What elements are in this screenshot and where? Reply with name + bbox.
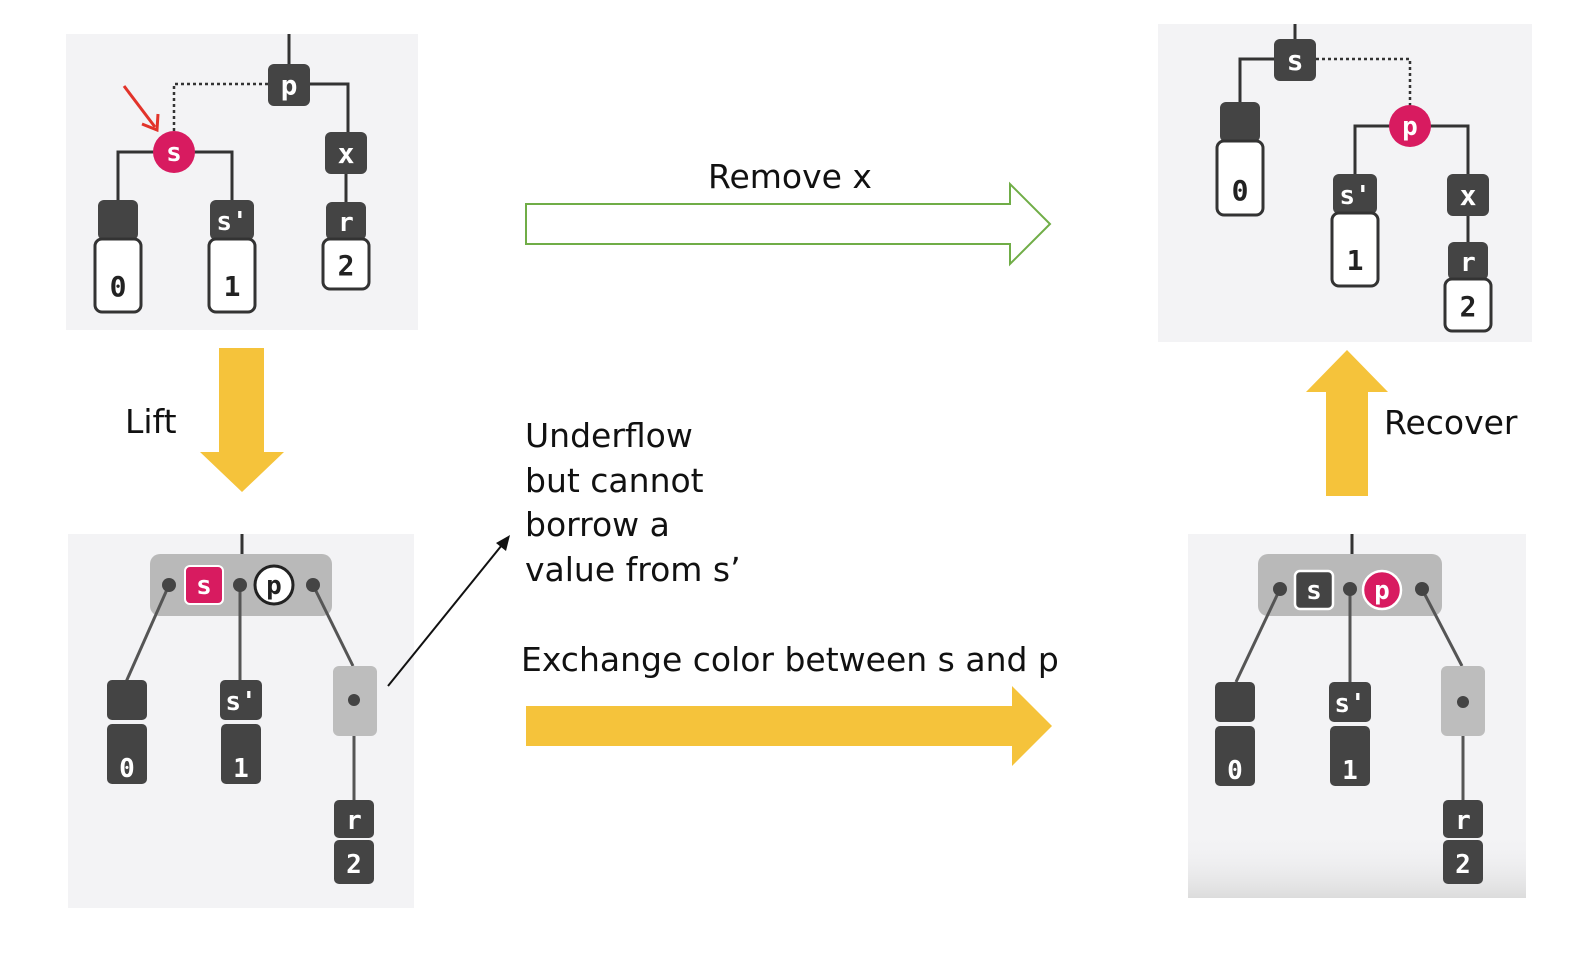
node-p-label: p xyxy=(281,69,298,102)
leaf-zero-label: 0 xyxy=(110,270,127,303)
node-s-prime: s' 1 xyxy=(220,680,262,784)
underflow-line-2: but cannot xyxy=(525,461,704,500)
leaf-one-label: 1 xyxy=(224,270,241,303)
node-r: r 2 xyxy=(1443,800,1483,884)
node-s: s xyxy=(153,131,195,173)
node-s-label: s xyxy=(1306,576,1322,606)
node-s-label: s xyxy=(1287,44,1304,77)
recover-label: Recover xyxy=(1384,403,1518,442)
empty-node xyxy=(1441,666,1485,736)
lift-label: Lift xyxy=(125,402,177,441)
node-r-label: r xyxy=(338,208,354,238)
node-s-label: s xyxy=(196,571,212,601)
lift-arrow xyxy=(200,348,284,492)
node-p-label: p xyxy=(1402,112,1418,142)
node-x: x xyxy=(325,132,367,174)
exchange-arrow xyxy=(526,686,1052,766)
node-x: x xyxy=(1447,174,1489,216)
leaf-zero: 0 xyxy=(1215,682,1255,786)
leaf-two-label: 2 xyxy=(1460,290,1477,323)
node-s-prime-label: s' xyxy=(216,207,247,237)
node-r-label: r xyxy=(346,806,362,836)
empty-node xyxy=(333,666,377,736)
dotted-link xyxy=(172,82,268,134)
node-s-prime: s' 1 xyxy=(207,200,257,314)
node-p-label: p xyxy=(1374,576,1390,606)
remove-x-label: Remove x xyxy=(708,157,872,196)
tree-dots xyxy=(1273,582,1429,596)
exchange-label: Exchange color between s and p xyxy=(521,640,1059,679)
leaf-zero: 0 xyxy=(107,680,147,784)
node-s: s xyxy=(184,565,224,605)
tree-edges xyxy=(116,34,350,204)
tree-panel-recolored: s p 0 s' 1 r 2 xyxy=(1188,534,1526,898)
node-r: r 2 xyxy=(334,800,374,884)
dotted-link xyxy=(1316,57,1412,106)
leaf-zero-label: 0 xyxy=(1232,174,1249,207)
leaf-two-label: 2 xyxy=(346,850,362,880)
node-r: r 2 xyxy=(321,202,371,291)
leaf-one-label: 1 xyxy=(233,754,249,784)
node-s-prime: s' 1 xyxy=(1329,682,1371,786)
tree-panel-result: s p 0 s' 1 x r 2 xyxy=(1158,24,1532,342)
node-x-label: x xyxy=(1460,179,1477,212)
underflow-line-3: borrow a xyxy=(525,505,670,544)
node-s-prime: s' 1 xyxy=(1330,174,1380,288)
leaf-zero: 0 xyxy=(1215,102,1265,217)
node-s-prime-label: s' xyxy=(225,687,256,717)
underflow-line-4: value from s’ xyxy=(525,550,741,589)
node-x-label: x xyxy=(338,137,355,170)
leaf-one-label: 1 xyxy=(1342,756,1358,786)
node-p-label: p xyxy=(266,571,282,601)
leaf-two-label: 2 xyxy=(1455,850,1471,880)
node-s: s xyxy=(1274,39,1316,81)
leaf-two-label: 2 xyxy=(338,249,355,282)
leaf-zero: 0 xyxy=(93,200,143,314)
leaf-zero-label: 0 xyxy=(1227,756,1243,786)
node-r-label: r xyxy=(1455,806,1471,836)
node-p: p xyxy=(1389,105,1431,147)
tree-panel-lifted: s p 0 s' 1 r 2 xyxy=(68,534,414,908)
node-p: p xyxy=(1361,569,1403,611)
node-s-prime-label: s' xyxy=(1339,181,1370,211)
tree-panel-initial: p s x 0 s' 1 r 2 xyxy=(66,34,418,330)
recover-arrow xyxy=(1306,350,1388,496)
tree-dots xyxy=(162,578,320,592)
node-r: r 2 xyxy=(1443,242,1493,333)
node-p: p xyxy=(253,564,295,606)
node-p: p xyxy=(268,64,310,106)
node-r-label: r xyxy=(1460,248,1476,278)
underflow-line-1: Underflow xyxy=(525,416,693,455)
red-pointer-arrow xyxy=(122,85,160,133)
node-s-label: s xyxy=(166,138,182,168)
underflow-pointer-head xyxy=(496,535,510,551)
node-s: s xyxy=(1293,569,1335,611)
node-s-prime-label: s' xyxy=(1334,689,1365,719)
leaf-one-label: 1 xyxy=(1347,244,1364,277)
leaf-zero-label: 0 xyxy=(119,754,135,784)
